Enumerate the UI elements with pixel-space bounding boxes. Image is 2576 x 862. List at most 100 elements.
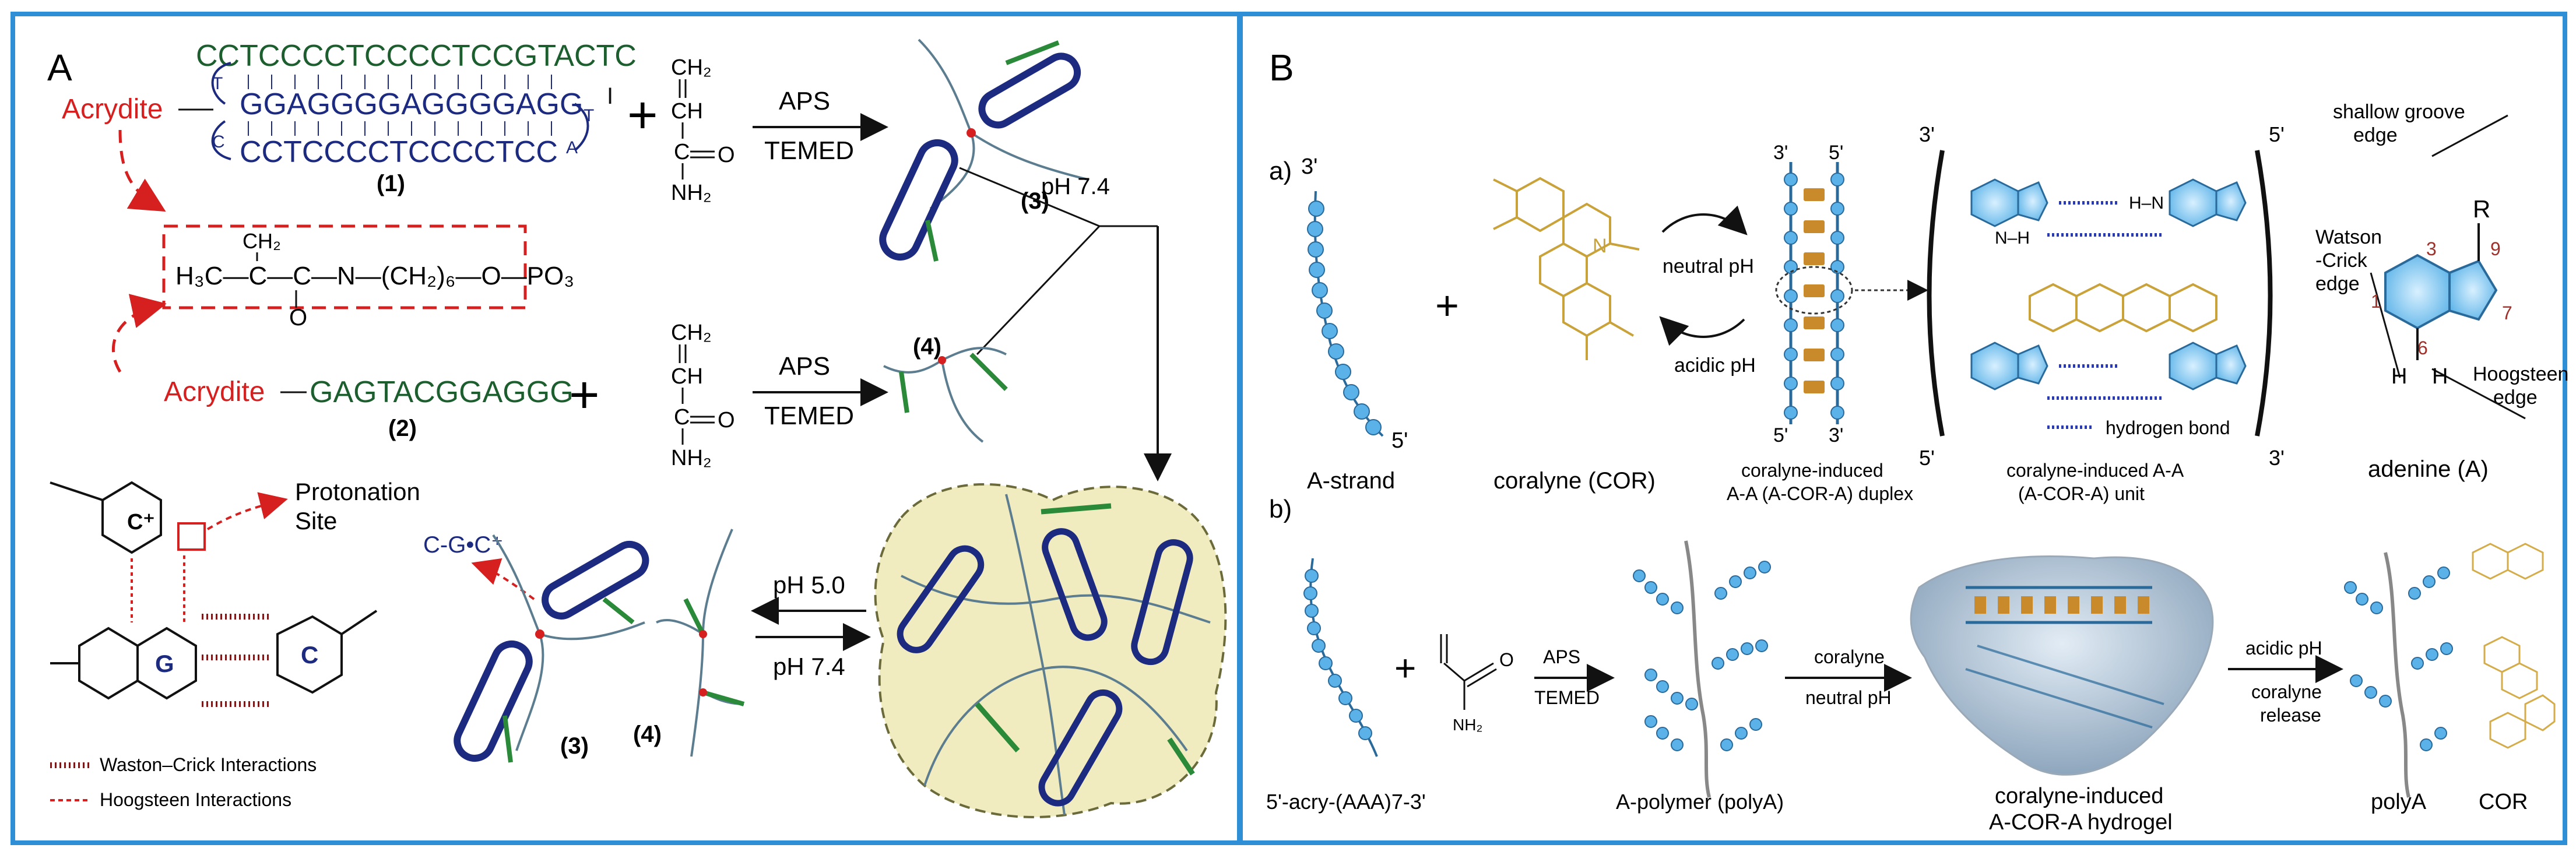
release-label-2: release [2260, 705, 2321, 726]
a-strand-3p: 3' [1301, 154, 1317, 179]
loop-left-bot [211, 120, 231, 160]
duplex-label-2: A-A (A-COR-A) duplex [1727, 483, 1913, 504]
legend-wc: Waston–Crick Interactions [100, 754, 317, 775]
label-3b: (3) [560, 733, 589, 759]
svg-text:CH₂: CH₂ [671, 321, 712, 345]
linker-formula: H₃C—C—C—N—(CH₂)₆—O—PO₃ [175, 262, 574, 290]
a-cor-a-duplex [1775, 162, 1928, 424]
unit-label-1: coralyne-induced A-A [2006, 460, 2184, 481]
monomer-label: 5'-acry-(AAA)7-3' [1266, 790, 1426, 814]
product-4-top [883, 347, 1008, 443]
seq-mid: GGAGGGGAGGGGAGG [240, 87, 583, 121]
loop-left-top-base: T [212, 74, 223, 93]
watson-line [2370, 272, 2401, 378]
bracket-right [2255, 150, 2273, 437]
temed-1: TEMED [764, 136, 854, 165]
acrylamide-b-O: O [1499, 649, 1514, 670]
acrydite-arrow-2 [112, 294, 167, 373]
neutral-ph: neutral pH [1663, 255, 1754, 277]
panel-b: B a) b) 3' 5' A-strand + N coralyne (COR… [1238, 12, 2568, 845]
hbond-legend: hydrogen bond [2106, 417, 2230, 438]
svg-text:CH₂: CH₂ [671, 55, 712, 80]
acrydite-label-1: Acrydite [62, 94, 163, 125]
site-label: Site [295, 507, 337, 534]
unit-adenines [1970, 178, 2247, 390]
temed-b: TEMED [1534, 687, 1600, 708]
loop-left-top [211, 62, 231, 105]
protonation-arrow [206, 492, 288, 530]
acrylamide-2: CH₂ CH C O NH₂ [671, 321, 735, 470]
watson-label: Watson [2315, 226, 2382, 248]
sub-a: a) [1269, 157, 1292, 185]
linker-box [162, 224, 527, 309]
svg-text:NH₂: NH₂ [671, 181, 712, 205]
acrylamide-b [1440, 634, 1497, 710]
unit-coralyne [2029, 283, 2217, 333]
svg-text:NH₂: NH₂ [671, 446, 712, 470]
base-c: C [301, 641, 318, 669]
converge-line-2 [976, 225, 1101, 356]
coralyne-molecule [1493, 177, 1640, 360]
acidic-arrow-label: acidic pH [2245, 638, 2322, 659]
adenine-n6: 6 [2417, 337, 2428, 358]
shallow-line [2431, 114, 2508, 157]
panel-a-figure: A CCTCCCCTCCCCTCCGTACTC I GGAGGGGAGGGGAG… [47, 38, 1227, 818]
acrydite-arrow-1 [118, 129, 166, 212]
roman-one: I [607, 83, 613, 109]
shallow-label: shallow groove [2333, 101, 2465, 123]
crick-label: -Crick [2315, 249, 2368, 272]
loop-right-bot-base: A [566, 138, 578, 157]
hydrogel-b-label-1: coralyne-induced [1995, 784, 2163, 808]
arrow-neutral [1661, 205, 1748, 235]
duplex-label-1: coralyne-induced [1741, 460, 1883, 481]
release-label-1: coralyne [2251, 681, 2322, 702]
panel-a: A CCTCCCCTCCCCTCCGTACTC I GGAGGGGAGGGGAG… [10, 12, 1242, 845]
aps-1: APS [779, 87, 830, 115]
aps-b: APS [1543, 646, 1580, 667]
bracket-left [1927, 150, 1945, 437]
unit-hn-1: H–N [2129, 193, 2164, 213]
linker-ch2: CH₂ [243, 229, 281, 253]
a-strand-label: A-strand [1307, 468, 1395, 494]
adenine-label: adenine (A) [2368, 456, 2489, 482]
unit-5p: 5' [2269, 122, 2285, 146]
adenine-R: R [2473, 195, 2490, 223]
plus-b1: + [1435, 283, 1459, 328]
svg-text:O: O [718, 408, 735, 432]
unit-nh-1: N–H [1995, 228, 2030, 248]
hydrogel-b [1910, 555, 2214, 776]
base-c-plus: C⁺ [127, 510, 155, 534]
arrow-acidic [1659, 316, 1745, 346]
acrylamide-b-NH2: NH₂ [1453, 716, 1482, 734]
cgc-label: C-G•C⁺ [423, 532, 503, 558]
duplex-3p-top: 3' [1773, 142, 1788, 164]
shallow-edge: edge [2353, 124, 2398, 146]
hydrogel-b-label-2: A-COR-A hydrogel [1989, 810, 2173, 835]
hoogsteen-bonds [131, 555, 185, 622]
product-3-bottom [454, 534, 649, 763]
label-4a: (4) [913, 334, 941, 360]
coralyne-label: coralyne (COR) [1493, 468, 1656, 494]
sub-b: b) [1269, 495, 1292, 523]
plus-b2: + [1394, 647, 1416, 689]
polya-released [2344, 552, 2453, 798]
coralyne-arrow-label: coralyne [1814, 646, 1885, 667]
duplex-3p-bot: 3' [1829, 424, 1843, 446]
hydrogel-contents [897, 494, 1211, 815]
unit-label-2: (A-COR-A) unit [2018, 483, 2145, 504]
cor-released [2472, 543, 2556, 749]
svg-text:CH: CH [671, 364, 703, 389]
adenine-n3: 3 [2426, 238, 2437, 259]
product-4-bottom [656, 529, 745, 757]
plus-1: + [627, 86, 658, 145]
seq-2: GAGTACGGAGGG [310, 375, 574, 409]
monomer-strand [1303, 558, 1378, 757]
duplex-5p-top: 5' [1829, 142, 1843, 164]
panel-letter: A [47, 47, 72, 89]
unit-3p-bot: 3' [2269, 446, 2285, 470]
coralyne-N: N [1593, 235, 1607, 257]
label-2: (2) [388, 416, 417, 441]
ph50-label: pH 5.0 [773, 571, 845, 599]
adenine-n9: 9 [2490, 238, 2501, 259]
cor-released-label: COR [2479, 790, 2528, 814]
